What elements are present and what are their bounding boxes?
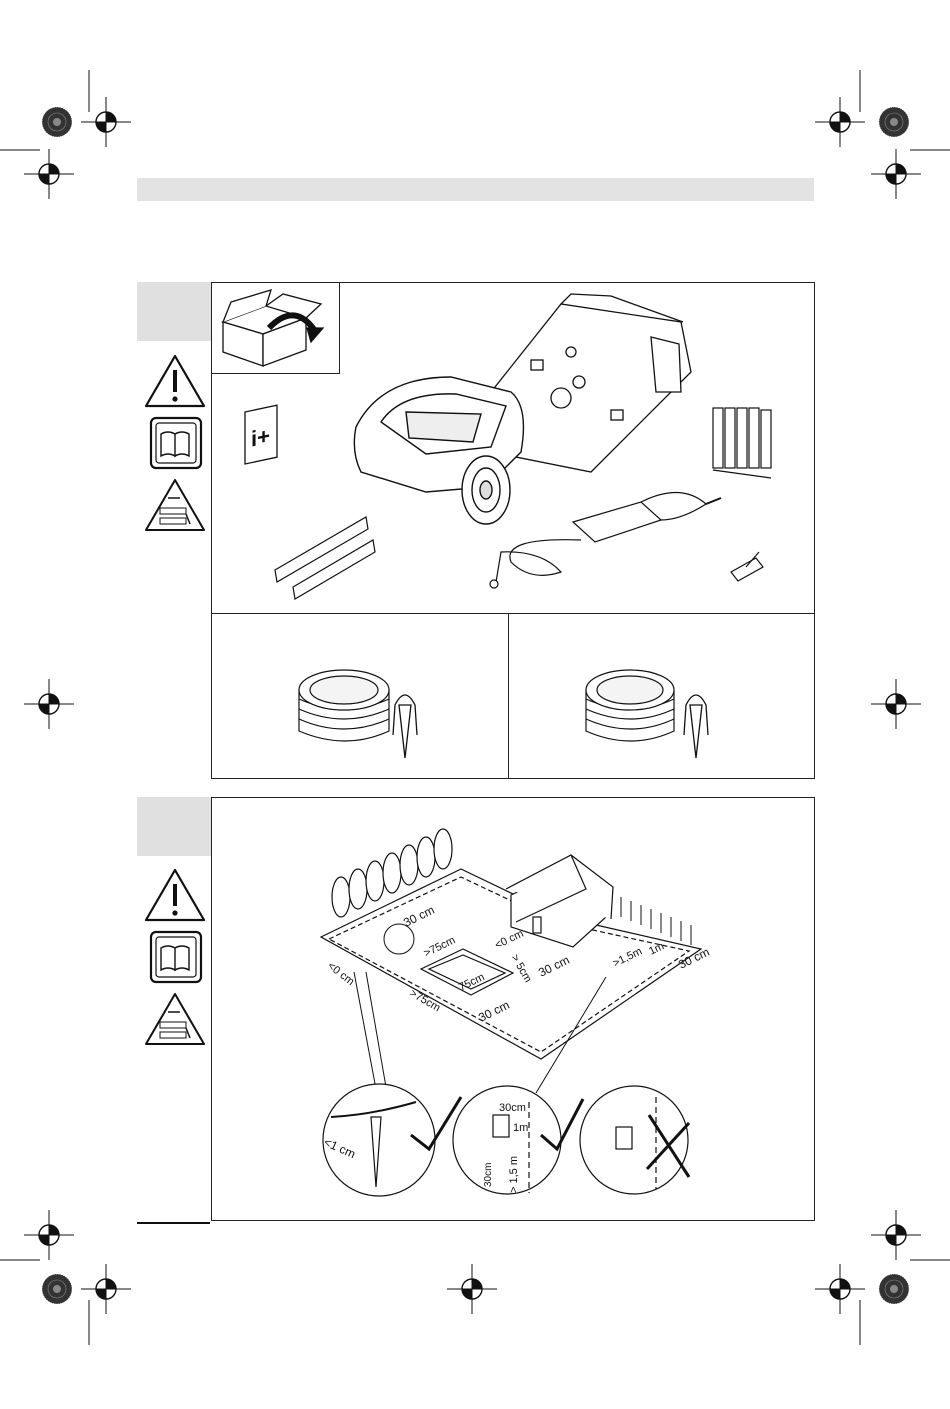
measuring-gauges: [275, 517, 375, 599]
contents-illustration: i+: [211, 282, 815, 614]
wire-coil-right: [586, 670, 674, 741]
read-manual-icon: [151, 932, 201, 982]
wire-and-pegs: [211, 613, 815, 779]
dim-label: >1,5m: [611, 945, 644, 969]
detail-label: 30cm: [483, 1163, 494, 1187]
section-a-tab: [137, 282, 211, 341]
dim-label: > 5cm: [508, 953, 534, 985]
warning-icon: [146, 870, 204, 920]
detail-wrong-placement: [580, 1086, 689, 1194]
dim-label: 30 cm: [536, 953, 572, 980]
read-manual-icon: [151, 418, 201, 468]
detail-label: 1m: [513, 1122, 528, 1134]
wire-coil-left: [299, 670, 389, 741]
safety-instructions-icon: [146, 480, 204, 530]
dim-label: <0 cm: [325, 960, 356, 988]
detail-wire-peg: [323, 1084, 461, 1196]
footer-rule: [137, 1222, 210, 1224]
warning-icon: [146, 356, 204, 406]
hedge-trees: [332, 829, 452, 917]
dim-label: <0 cm: [493, 928, 525, 952]
manual-booklet: i+: [245, 405, 277, 464]
header-bar: [137, 178, 814, 201]
detail-label: 30cm: [499, 1102, 526, 1114]
safety-instructions-icon: [146, 994, 204, 1044]
garden-layout-illustration: 30 cm <0 cm >75cm <0 cm >75cm 75cm > 5cm…: [211, 797, 815, 1221]
open-box-icon: [223, 290, 323, 366]
dim-label: 30 cm: [476, 998, 512, 1025]
fence: [621, 897, 691, 945]
section-b-tab: [137, 797, 211, 856]
robot-mower: [354, 377, 523, 524]
ground-pegs: [713, 408, 771, 478]
peg-right: [684, 695, 708, 758]
cable-connector: [731, 552, 763, 581]
info-label: i+: [251, 423, 270, 452]
dim-label: 30 cm: [401, 903, 437, 930]
section-b-symbols: [140, 864, 210, 1054]
dim-label: >75cm: [408, 987, 443, 1014]
peg-left: [393, 695, 417, 758]
detail-label: > 1,5 m: [508, 1156, 520, 1193]
section-a-symbols: [140, 350, 210, 540]
power-supply: [490, 492, 721, 588]
